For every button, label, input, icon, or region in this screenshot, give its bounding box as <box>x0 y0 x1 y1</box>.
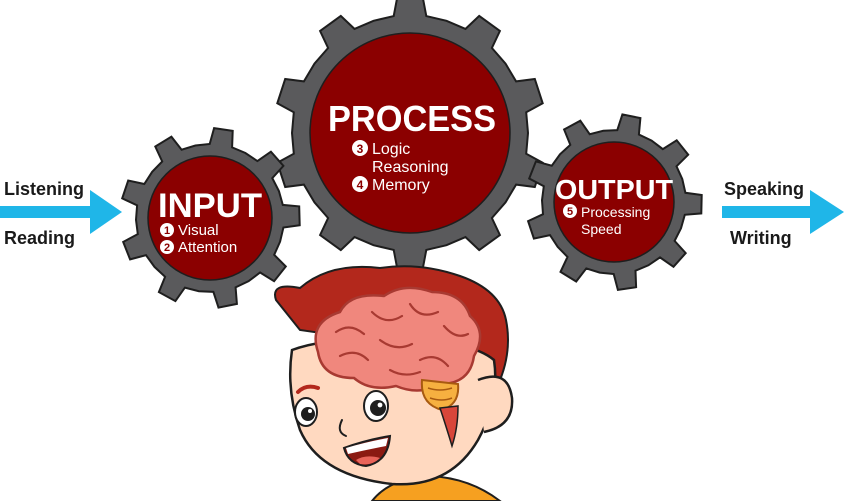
label-writing: Writing <box>730 228 792 248</box>
process-title: PROCESS <box>328 98 496 139</box>
svg-text:Visual: Visual <box>178 222 219 239</box>
svg-text:1: 1 <box>164 225 170 237</box>
input-item-1: 1 Visual <box>160 222 219 239</box>
badge-2 <box>160 240 174 254</box>
output-title: OUTPUT <box>555 174 673 205</box>
output-item-1: 5 Processing <box>563 204 650 220</box>
input-title: INPUT <box>158 187 262 225</box>
gear-input <box>120 126 301 309</box>
process-item-2: Reasoning <box>372 159 449 176</box>
brain-icon <box>314 286 482 449</box>
svg-text:Processing: Processing <box>581 204 650 220</box>
label-listening: Listening <box>4 179 84 199</box>
boy-ear <box>477 375 514 434</box>
svg-text:Logic: Logic <box>372 141 410 158</box>
label-speaking: Speaking <box>724 179 804 199</box>
process-item-1: 3 Logic <box>352 140 410 158</box>
boy-eyebrow <box>296 384 320 394</box>
badge-5 <box>563 204 577 218</box>
left-arrow <box>0 190 122 234</box>
output-item-2: Speed <box>581 221 621 237</box>
badge-3 <box>352 140 368 156</box>
svg-text:5: 5 <box>567 206 573 218</box>
badge-1 <box>160 223 174 237</box>
boy-nose <box>338 419 347 437</box>
input-item-2: 2 Attention <box>160 239 237 256</box>
svg-text:2: 2 <box>164 242 170 254</box>
label-reading: Reading <box>4 228 75 248</box>
badge-4 <box>352 176 368 192</box>
cartoon-boy <box>274 265 514 501</box>
svg-text:Memory: Memory <box>372 177 430 194</box>
gear-output <box>526 113 703 292</box>
svg-text:Attention: Attention <box>178 239 237 256</box>
process-item-3: 4 Memory <box>352 176 430 194</box>
right-arrow <box>722 190 844 234</box>
svg-text:3: 3 <box>357 142 364 156</box>
svg-text:4: 4 <box>357 178 364 192</box>
